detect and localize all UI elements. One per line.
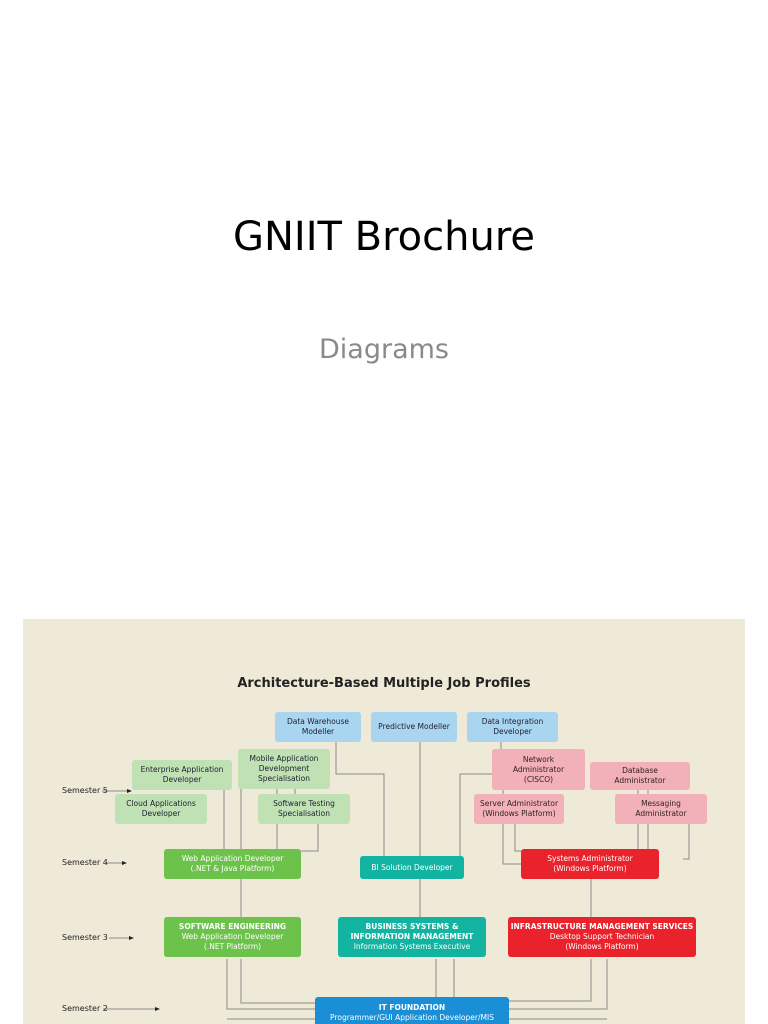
box-line: Programmer/GUI Application Developer/MIS — [330, 1013, 494, 1022]
box-heading: SOFTWARE ENGINEERING — [178, 922, 287, 931]
database-administrator-box: Database Administrator — [590, 762, 690, 790]
semester-5-label: Semester 5 — [62, 786, 108, 795]
box-line: (.NET & Java Platform) — [190, 864, 275, 873]
box-line: (Windows Platform) — [565, 942, 639, 951]
box-line: Software Testing — [273, 799, 335, 808]
box-line: Developer — [493, 727, 532, 736]
box-line: Systems Administrator — [547, 854, 633, 863]
box-line: Network — [522, 754, 555, 764]
box-line: (Windows Platform) — [553, 864, 627, 873]
box-line: Modeller — [301, 727, 335, 736]
box-line: Information Systems Executive — [353, 942, 471, 951]
bi-solution-developer-box: BI Solution Developer — [360, 856, 464, 879]
slide-title: GNIIT Brochure — [232, 214, 535, 260]
mobile-application-development-box: Mobile Application Development Specialis… — [238, 749, 330, 789]
box-line: Web Application Developer — [181, 854, 284, 863]
box-line: (CISCO) — [523, 774, 554, 784]
box-line: Developer — [141, 809, 181, 818]
diagram-panel: Architecture-Based Multiple Job Profiles… — [23, 619, 745, 1024]
infrastructure-management-box: INFRASTRUCTURE MANAGEMENT SERVICES Deskt… — [508, 917, 696, 957]
enterprise-application-developer-box: Enterprise Application Developer — [132, 760, 232, 790]
box-line: Messaging — [641, 799, 681, 808]
data-integration-developer-box: Data Integration Developer — [467, 712, 558, 742]
semester-4-label: Semester 4 — [62, 858, 108, 867]
slide-subtitle: Diagrams — [319, 334, 449, 365]
diagram-title: Architecture-Based Multiple Job Profiles — [237, 676, 531, 691]
box-line: Data Integration — [481, 717, 544, 726]
box-line: Mobile Application — [249, 754, 319, 763]
box-line: Specialisation — [258, 774, 310, 783]
predictive-modeller-box: Predictive Modeller — [371, 712, 457, 742]
box-line: (.NET Platform) — [203, 942, 262, 951]
box-heading: INFORMATION MANAGEMENT — [350, 932, 474, 941]
box-line: Data Warehouse — [287, 717, 349, 726]
web-application-developer-box: Web Application Developer (.NET & Java P… — [164, 849, 301, 879]
box-heading: INFRASTRUCTURE MANAGEMENT SERVICES — [510, 922, 694, 931]
box-line: Development — [258, 764, 310, 773]
messaging-administrator-box: Messaging Administrator — [615, 794, 707, 824]
data-warehouse-modeller-box: Data Warehouse Modeller — [275, 712, 361, 742]
box-line: BI Solution Developer — [371, 862, 453, 872]
box-heading: BUSINESS SYSTEMS & — [365, 922, 459, 931]
box-line: Server Administrator — [479, 799, 559, 808]
box-line: Database — [622, 766, 658, 775]
box-line: Desktop Support Technician — [549, 932, 655, 941]
network-administrator-box: Network Administrator (CISCO) — [492, 749, 585, 790]
software-testing-specialisation-box: Software Testing Specialisation — [258, 794, 350, 824]
box-line: Administrator — [635, 809, 687, 818]
semester-2-label: Semester 2 — [62, 1004, 108, 1013]
box-line: (Windows Platform) — [482, 809, 556, 818]
box-line: Administrator — [512, 764, 565, 774]
server-administrator-box: Server Administrator (Windows Platform) — [474, 794, 564, 824]
software-engineering-box: SOFTWARE ENGINEERING Web Application Dev… — [164, 917, 301, 957]
box-line: Web Application Developer — [181, 932, 284, 941]
box-line: Enterprise Application — [140, 765, 224, 774]
box-line: Predictive Modeller — [378, 722, 450, 731]
it-foundation-box: IT FOUNDATION Programmer/GUI Application… — [315, 997, 509, 1024]
box-line: Administrator — [614, 776, 666, 785]
business-systems-box: BUSINESS SYSTEMS & INFORMATION MANAGEMEN… — [338, 917, 486, 957]
box-line: Specialisation — [278, 809, 330, 818]
box-line: Developer — [162, 775, 202, 784]
cloud-applications-developer-box: Cloud Applications Developer — [115, 794, 207, 824]
box-heading: IT FOUNDATION — [378, 1003, 446, 1012]
box-line: Cloud Applications — [126, 799, 196, 808]
systems-administrator-box: Systems Administrator (Windows Platform) — [521, 849, 659, 879]
semester-3-label: Semester 3 — [62, 933, 108, 942]
